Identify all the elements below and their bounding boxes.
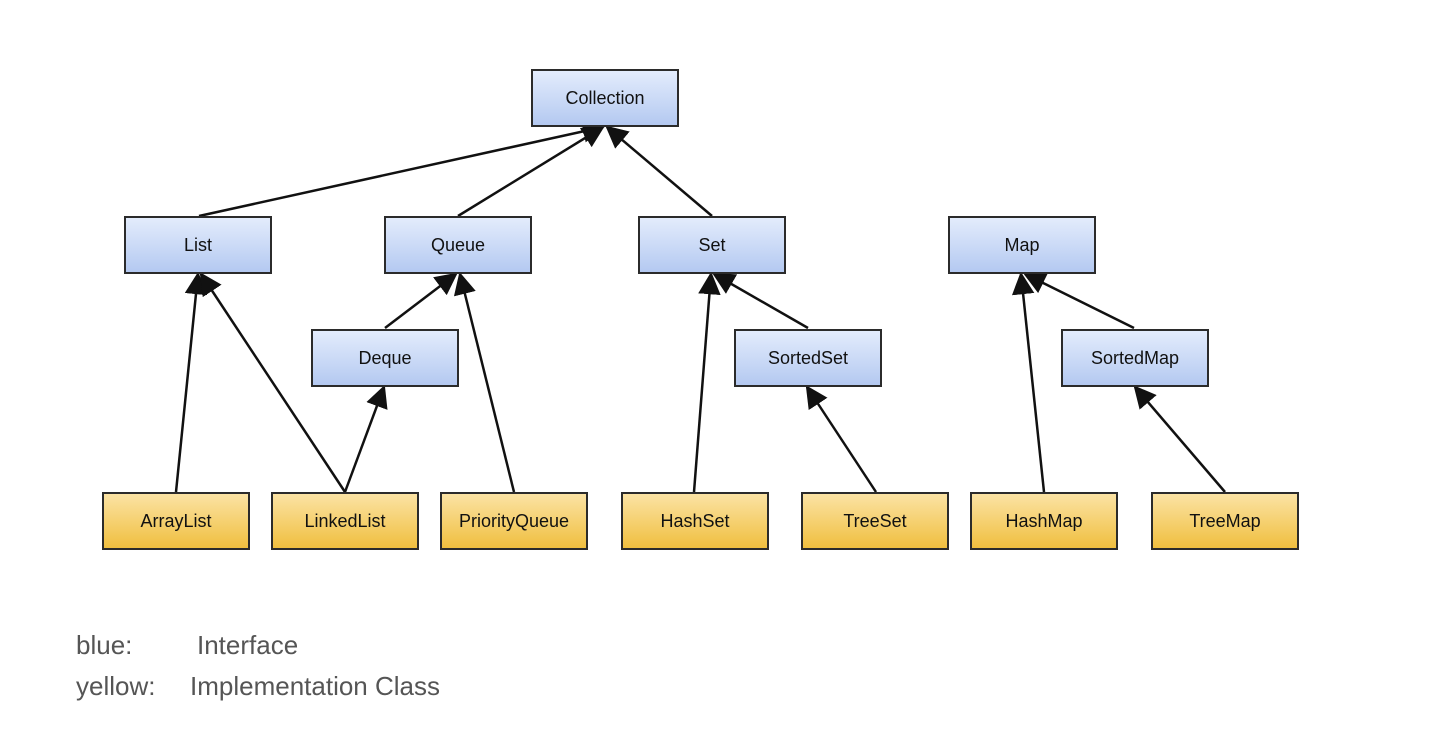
node-set: Set <box>638 216 786 274</box>
node-label: HashSet <box>660 510 730 531</box>
node-label: SortedSet <box>767 347 849 368</box>
node-linkedlist: LinkedList <box>271 492 419 550</box>
legend-interface: blue: Interface <box>76 630 298 661</box>
node-sortedmap: SortedMap <box>1061 329 1209 387</box>
node-label: Queue <box>430 234 486 255</box>
edge-sortedset-to-set <box>712 272 809 330</box>
legend-key-yellow: yellow: <box>76 671 156 701</box>
edge-sortedmap-to-map <box>1022 272 1135 330</box>
node-hashmap: HashMap <box>970 492 1118 550</box>
node-priorityqueue: PriorityQueue <box>440 492 588 550</box>
node-label: Deque <box>358 347 412 368</box>
edge-hashset-to-set <box>692 271 721 493</box>
legend-value-interface: Interface <box>197 630 299 660</box>
edge-priorityqueue-to-queue <box>453 271 516 493</box>
node-label: Set <box>698 234 726 255</box>
node-collection: Collection <box>531 69 679 127</box>
edge-linkedlist-to-list <box>199 272 347 493</box>
node-deque: Deque <box>311 329 459 387</box>
edge-queue-to-collection <box>457 125 605 218</box>
node-sortedset: SortedSet <box>734 329 882 387</box>
node-treemap: TreeMap <box>1151 492 1299 550</box>
node-arraylist: ArrayList <box>102 492 250 550</box>
edge-linkedlist-to-deque <box>343 384 388 493</box>
node-label: Map <box>1004 234 1040 255</box>
legend-key-blue: blue: <box>76 630 133 660</box>
node-label: TreeMap <box>1189 510 1261 531</box>
node-queue: Queue <box>384 216 532 274</box>
node-label: SortedMap <box>1090 347 1180 368</box>
node-label: HashMap <box>1005 510 1083 531</box>
node-hashset: HashSet <box>621 492 769 550</box>
node-label: ArrayList <box>140 510 212 531</box>
edge-treeset-to-sortedset <box>805 385 878 493</box>
edge-arraylist-to-list <box>174 271 208 493</box>
node-label: LinkedList <box>304 510 386 531</box>
node-map: Map <box>948 216 1096 274</box>
edge-treemap-to-sortedmap <box>1133 385 1226 493</box>
edge-hashmap-to-map <box>1011 271 1046 493</box>
edge-list-to-collection <box>198 120 606 218</box>
node-label: List <box>183 234 212 255</box>
edge-deque-to-queue <box>384 272 458 329</box>
node-list: List <box>124 216 272 274</box>
node-treeset: TreeSet <box>801 492 949 550</box>
edge-set-to-collection <box>605 125 713 217</box>
node-label: Collection <box>565 87 645 108</box>
node-label: PriorityQueue <box>458 510 570 531</box>
legend-implementation: yellow: Implementation Class <box>76 671 440 702</box>
collection-hierarchy-diagram: Collection List Queue Set Map Deque Sort… <box>102 69 1299 550</box>
legend-value-implementation: Implementation Class <box>190 671 440 701</box>
node-label: TreeSet <box>843 510 907 531</box>
inheritance-edges <box>174 120 1226 493</box>
